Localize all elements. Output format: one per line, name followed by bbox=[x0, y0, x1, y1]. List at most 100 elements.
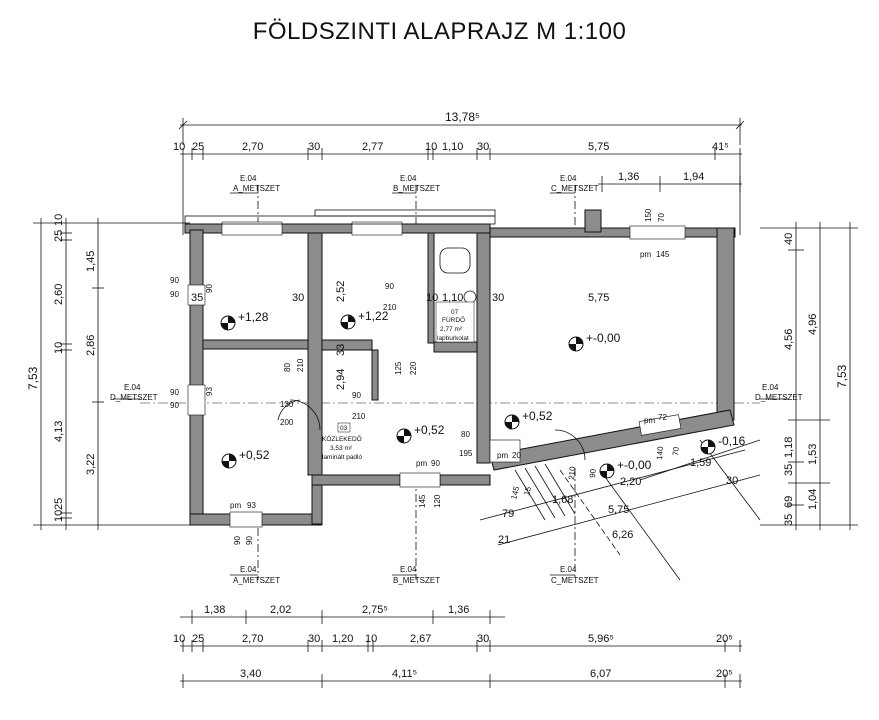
section-b-top-label: B_METSZET bbox=[393, 184, 440, 193]
section-marks: E.04 A_METSZET E.04 B_METSZET E.04 C_MET… bbox=[110, 174, 803, 585]
dim-bot-2755: 2,75⁵ bbox=[362, 604, 388, 616]
dim-top-30a: 30 bbox=[308, 141, 320, 153]
level-label: +0,52 bbox=[239, 448, 270, 462]
details bbox=[184, 209, 586, 521]
dim-bot2-10: 10 bbox=[173, 633, 185, 645]
section-c-top-label: C_METSZET bbox=[551, 184, 599, 193]
dim-top-25: 25 bbox=[192, 141, 204, 153]
idim-252: 2,52 bbox=[335, 281, 347, 302]
idim-220: 220 bbox=[409, 361, 418, 375]
dim-left-overall: 7,53 bbox=[26, 366, 40, 390]
hall-floor: laminált padló bbox=[322, 454, 362, 461]
dim-bot2-270: 2,70 bbox=[242, 633, 263, 645]
idim-93a: 93 bbox=[205, 387, 214, 396]
dim-bot2-205: 20⁵ bbox=[716, 633, 733, 645]
idim-21: 21 bbox=[498, 534, 510, 546]
dim-bot-202: 2,02 bbox=[270, 604, 291, 616]
dim-top-277: 2,77 bbox=[362, 141, 383, 153]
dim-bot2-30b: 30 bbox=[477, 633, 489, 645]
dim-right-496: 4,96 bbox=[807, 314, 819, 335]
section-d-left-label: D_METSZET bbox=[110, 393, 158, 402]
idim-30c: 30 bbox=[726, 475, 738, 487]
section-b-bottom-code: E.04 bbox=[400, 565, 417, 574]
pm-label-living: pm bbox=[640, 250, 651, 259]
dim-left-145: 1,45 bbox=[85, 251, 97, 272]
level-marker: +0,52 bbox=[504, 409, 553, 430]
idim-90e: 90 bbox=[170, 388, 179, 397]
idim-35: 35 bbox=[191, 292, 203, 304]
idim-70a: 70 bbox=[671, 446, 681, 456]
idim-33: 33 bbox=[335, 344, 347, 356]
dim-top-575: 5,75 bbox=[588, 141, 609, 153]
section-a-top-code: E.04 bbox=[240, 174, 257, 183]
hall-name: KÖZLEKEDŐ bbox=[322, 434, 362, 443]
section-b-top-code: E.04 bbox=[400, 174, 417, 183]
dim-bot2-267: 2,67 bbox=[410, 633, 431, 645]
idim-110: 1,10 bbox=[442, 292, 463, 304]
bath-floor: lapburkolat bbox=[437, 335, 469, 342]
dim-bot2-30a: 30 bbox=[308, 633, 320, 645]
level-marker: -0,16 bbox=[700, 434, 746, 455]
dim-bot-138: 1,38 bbox=[204, 604, 225, 616]
idim-210a: 210 bbox=[383, 303, 397, 312]
dim-top-10b: 10 bbox=[425, 141, 437, 153]
dim-right-118: 1,18 bbox=[783, 437, 795, 458]
idim-125: 125 bbox=[394, 361, 403, 375]
dim-top-415: 41⁵ bbox=[712, 141, 729, 153]
bath-number: 07 bbox=[451, 309, 459, 316]
dimension-labels: 13,78⁵ 10 25 2,70 30 2,77 10 1,10 30 5,7… bbox=[26, 110, 849, 680]
idim-168: 1,68 bbox=[552, 494, 573, 506]
hall-number: 03 bbox=[340, 425, 348, 432]
idim-195: 195 bbox=[459, 449, 473, 458]
idim-145b: 145 bbox=[509, 485, 521, 501]
idim-130: 130 bbox=[280, 400, 294, 409]
dim-bot2-10b: 10 bbox=[365, 633, 377, 645]
idim-145c: 145 bbox=[656, 250, 670, 259]
idim-210d: 210 bbox=[352, 412, 366, 421]
dim-bot3-4115: 4,11⁵ bbox=[392, 668, 417, 680]
level-marker: +1,22 bbox=[340, 309, 389, 330]
dim-left-25: 25 bbox=[53, 230, 65, 242]
section-d-right-code: E.04 bbox=[762, 383, 779, 392]
dim-right-35b: 35 bbox=[783, 514, 795, 526]
dim-bot2-120: 1,20 bbox=[332, 633, 353, 645]
dim-top-270: 2,70 bbox=[242, 141, 263, 153]
idim-80b: 80 bbox=[461, 430, 470, 439]
level-marker: +-0,00 bbox=[599, 458, 652, 479]
dim-right-69: 69 bbox=[783, 496, 795, 508]
idim-90k: 90 bbox=[588, 468, 598, 478]
dim-top-30b: 30 bbox=[477, 141, 489, 153]
idim-70b: 70 bbox=[657, 213, 666, 222]
level-markers: +1,28+1,22+-0,00+0,52+0,52+0,52+-0,00-0,… bbox=[220, 309, 746, 479]
level-label: -0,16 bbox=[718, 434, 746, 448]
dim-right-153: 1,53 bbox=[807, 444, 819, 465]
dim-top-overall: 13,78⁵ bbox=[445, 110, 480, 124]
idim-200: 200 bbox=[280, 418, 294, 427]
dim-left-25b: 25 bbox=[53, 498, 65, 510]
dim-bot2-5965: 5,96⁵ bbox=[588, 633, 614, 645]
pm-93b: 93 bbox=[247, 501, 256, 510]
dim-right-40: 40 bbox=[783, 233, 795, 245]
idim-140: 140 bbox=[655, 446, 665, 461]
idim-575: 5,75 bbox=[588, 292, 609, 304]
pm-label-hall: pm bbox=[416, 459, 427, 468]
dim-left-322: 3,22 bbox=[85, 454, 97, 475]
idim-90h: 90 bbox=[431, 459, 440, 468]
level-marker: +1,28 bbox=[220, 310, 269, 331]
level-label: +0,52 bbox=[522, 409, 553, 423]
section-a-top-label: A_METSZET bbox=[233, 184, 280, 193]
section-c-top-code: E.04 bbox=[560, 174, 577, 183]
hall-area: 3,53 m² bbox=[330, 445, 353, 452]
idim-210e: 210 bbox=[567, 466, 577, 481]
dim-bot-136: 1,36 bbox=[448, 604, 469, 616]
section-d-right-label: D_METSZET bbox=[755, 393, 803, 402]
idim-90d: 90 bbox=[205, 284, 214, 293]
idim-220b: 2,20 bbox=[620, 476, 641, 488]
idim-120: 120 bbox=[433, 494, 442, 508]
room-labels: 07 FÜRDŐ 2,77 m² lapburkolat 03 KÖZLEKED… bbox=[322, 301, 475, 461]
idim-90g: 90 bbox=[352, 391, 361, 400]
bath-name: FÜRDŐ bbox=[442, 315, 465, 324]
dim-right-overall: 7,53 bbox=[835, 364, 849, 388]
dim-left-10a: 10 bbox=[53, 214, 65, 226]
